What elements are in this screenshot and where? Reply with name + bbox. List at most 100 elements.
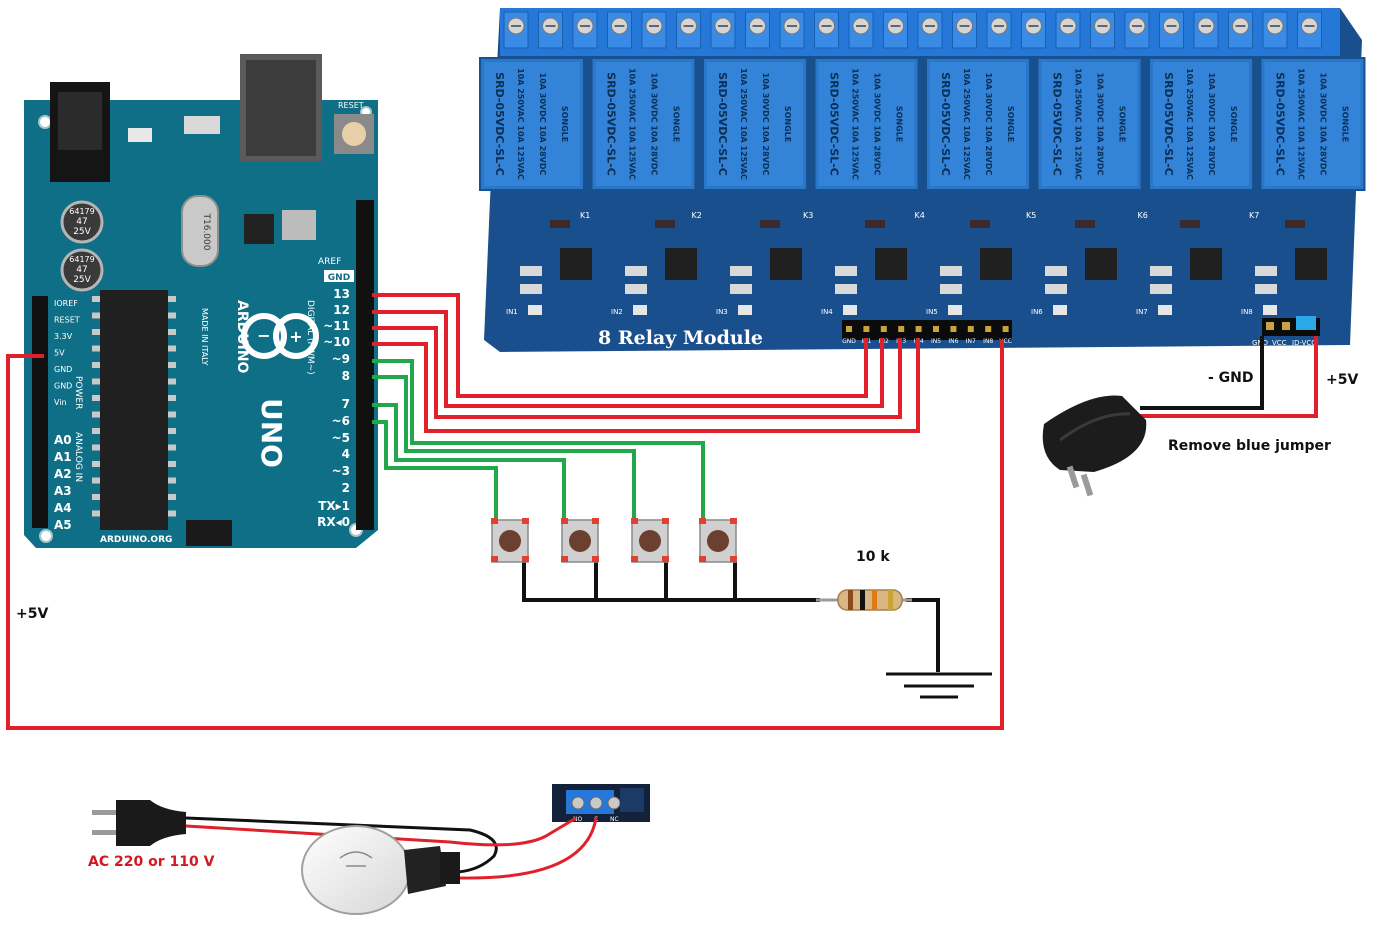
digital-pin-label: RX◂0: [317, 515, 350, 529]
relay-driver: IN5: [926, 220, 1012, 316]
header-pin-label: GND: [842, 338, 856, 345]
svg-text:25V: 25V: [73, 275, 91, 285]
jumper-note: Remove blue jumper: [1168, 438, 1331, 454]
relay-text: 10A 250VAC 10A 125VAC: [1074, 68, 1083, 180]
left-5v-label: +5V: [16, 606, 48, 622]
relay-driver: IN4: [821, 220, 907, 316]
screw-terminal: [1193, 11, 1219, 49]
power-pin-label: 3.3V: [54, 332, 73, 341]
ac-wiring: [185, 816, 598, 880]
relay-driver: IN8: [1241, 220, 1327, 316]
relay-text: 10A 250VAC 10A 125VAC: [628, 68, 637, 180]
power-header-label: JD-VCC: [1291, 339, 1316, 347]
brand-label: ARDUINO: [234, 300, 250, 374]
screw-terminal: [745, 11, 770, 49]
analog-pin-label: A0: [54, 433, 72, 447]
relay-text: SONGLE: [672, 106, 681, 142]
push-buttons: [491, 518, 737, 563]
resistor-label: 10 k: [856, 549, 890, 565]
relay-text: SRD-05VDC-SL-C: [828, 72, 841, 176]
led-label: IN6: [1031, 308, 1043, 316]
relay-text: 10A 30VDC 10A 28VDC: [650, 73, 659, 176]
screw-terminal: [814, 11, 839, 49]
digital-pin-label: 8: [342, 369, 350, 383]
led-label: IN1: [506, 308, 518, 316]
led-label: IN5: [926, 308, 938, 316]
infinity-logo-icon: − +: [241, 313, 319, 359]
digital-pin-label: 12: [333, 303, 350, 317]
input-header: [842, 320, 1012, 340]
digital-pin-label: ~6: [332, 414, 350, 428]
screw-terminal: [779, 11, 805, 49]
icsp-header: [186, 520, 232, 546]
reset-label: RESET: [338, 101, 364, 110]
screw-terminal: [1021, 11, 1046, 49]
relay-text: 10A 30VDC 10A 28VDC: [538, 73, 547, 176]
smd-led: [128, 128, 152, 142]
wire-pin13-in1: [372, 293, 868, 398]
screw-terminal: [503, 11, 529, 49]
relay-id: K4: [915, 211, 925, 220]
wire-pin6-button1: [372, 420, 498, 520]
screw-terminal: [1262, 11, 1288, 49]
led-label: IN7: [1136, 308, 1148, 316]
relay-1: SRD-05VDC-SL-C 10A 250VAC 10A 125VAC 10A 3…: [479, 57, 590, 220]
gnd-label: GND: [328, 273, 350, 283]
wire-pin12-in2: [372, 310, 884, 408]
svg-text:64179: 64179: [69, 255, 94, 264]
power-header-label: VCC: [1272, 339, 1287, 347]
usb-port-icon: [240, 54, 322, 162]
power-pin-label: Vin: [54, 398, 67, 407]
power-label: POWER: [73, 376, 83, 409]
screw-terminal: [1159, 11, 1184, 49]
analog-pin-label: A4: [54, 501, 72, 515]
push-button-1: [491, 518, 529, 563]
relay-id: K7: [1249, 211, 1259, 220]
digital-pin-label: TX▸1: [318, 499, 350, 513]
analog-pin-label: A2: [54, 467, 72, 481]
gnd-label-box: [324, 270, 354, 282]
module-title: 8 Relay Module: [598, 327, 763, 349]
relay-text: 10A 250VAC 10A 125VAC: [962, 68, 971, 180]
ac-label: AC 220 or 110 V: [88, 854, 215, 870]
relay-text: SRD-05VDC-SL-C: [939, 72, 952, 176]
screw-terminal: [710, 11, 736, 49]
relay-driver: IN6: [1031, 220, 1117, 316]
wire-button-common: [522, 562, 820, 602]
digital-pin-label: ~3: [332, 464, 350, 478]
relay-module: SRD-05VDC-SL-C 10A 250VAC 10A 125VAC 10A 3…: [479, 8, 1371, 352]
screw-terminal: [1124, 11, 1150, 49]
wire-pin8-button3: [372, 375, 636, 520]
ac-plug-icon: [92, 800, 186, 846]
power-adapter-icon: [1042, 395, 1147, 497]
pin-pad: [184, 116, 220, 134]
terminal-no: NO: [573, 816, 582, 823]
led-label: IN4: [821, 308, 833, 316]
power-header: [1262, 316, 1320, 336]
relay-driver: IN7: [1136, 220, 1222, 316]
svg-text:47: 47: [76, 217, 87, 227]
relay-text: SRD-05VDC-SL-C: [1162, 72, 1175, 176]
relay-text: SRD-05VDC-SL-C: [1051, 72, 1064, 176]
header-pin-label: IN8: [983, 338, 993, 345]
push-button-3: [631, 518, 669, 563]
relay-driver: IN2: [611, 220, 697, 316]
capacitor-2: 64179 47 25V: [60, 248, 104, 292]
screw-terminal: [848, 11, 874, 49]
analog-pin-label: A3: [54, 484, 72, 498]
relay-id: K1: [580, 211, 590, 220]
relay-text: 10A 250VAC 10A 125VAC: [516, 68, 525, 180]
power-pin-label: RESET: [54, 316, 80, 325]
power-pin-label: GND: [54, 382, 72, 391]
screw-terminal: [883, 11, 908, 49]
relay-text: SRD-05VDC-SL-C: [493, 72, 506, 176]
screw-terminal-row: [503, 11, 1322, 49]
led-label: IN8: [1241, 308, 1253, 316]
